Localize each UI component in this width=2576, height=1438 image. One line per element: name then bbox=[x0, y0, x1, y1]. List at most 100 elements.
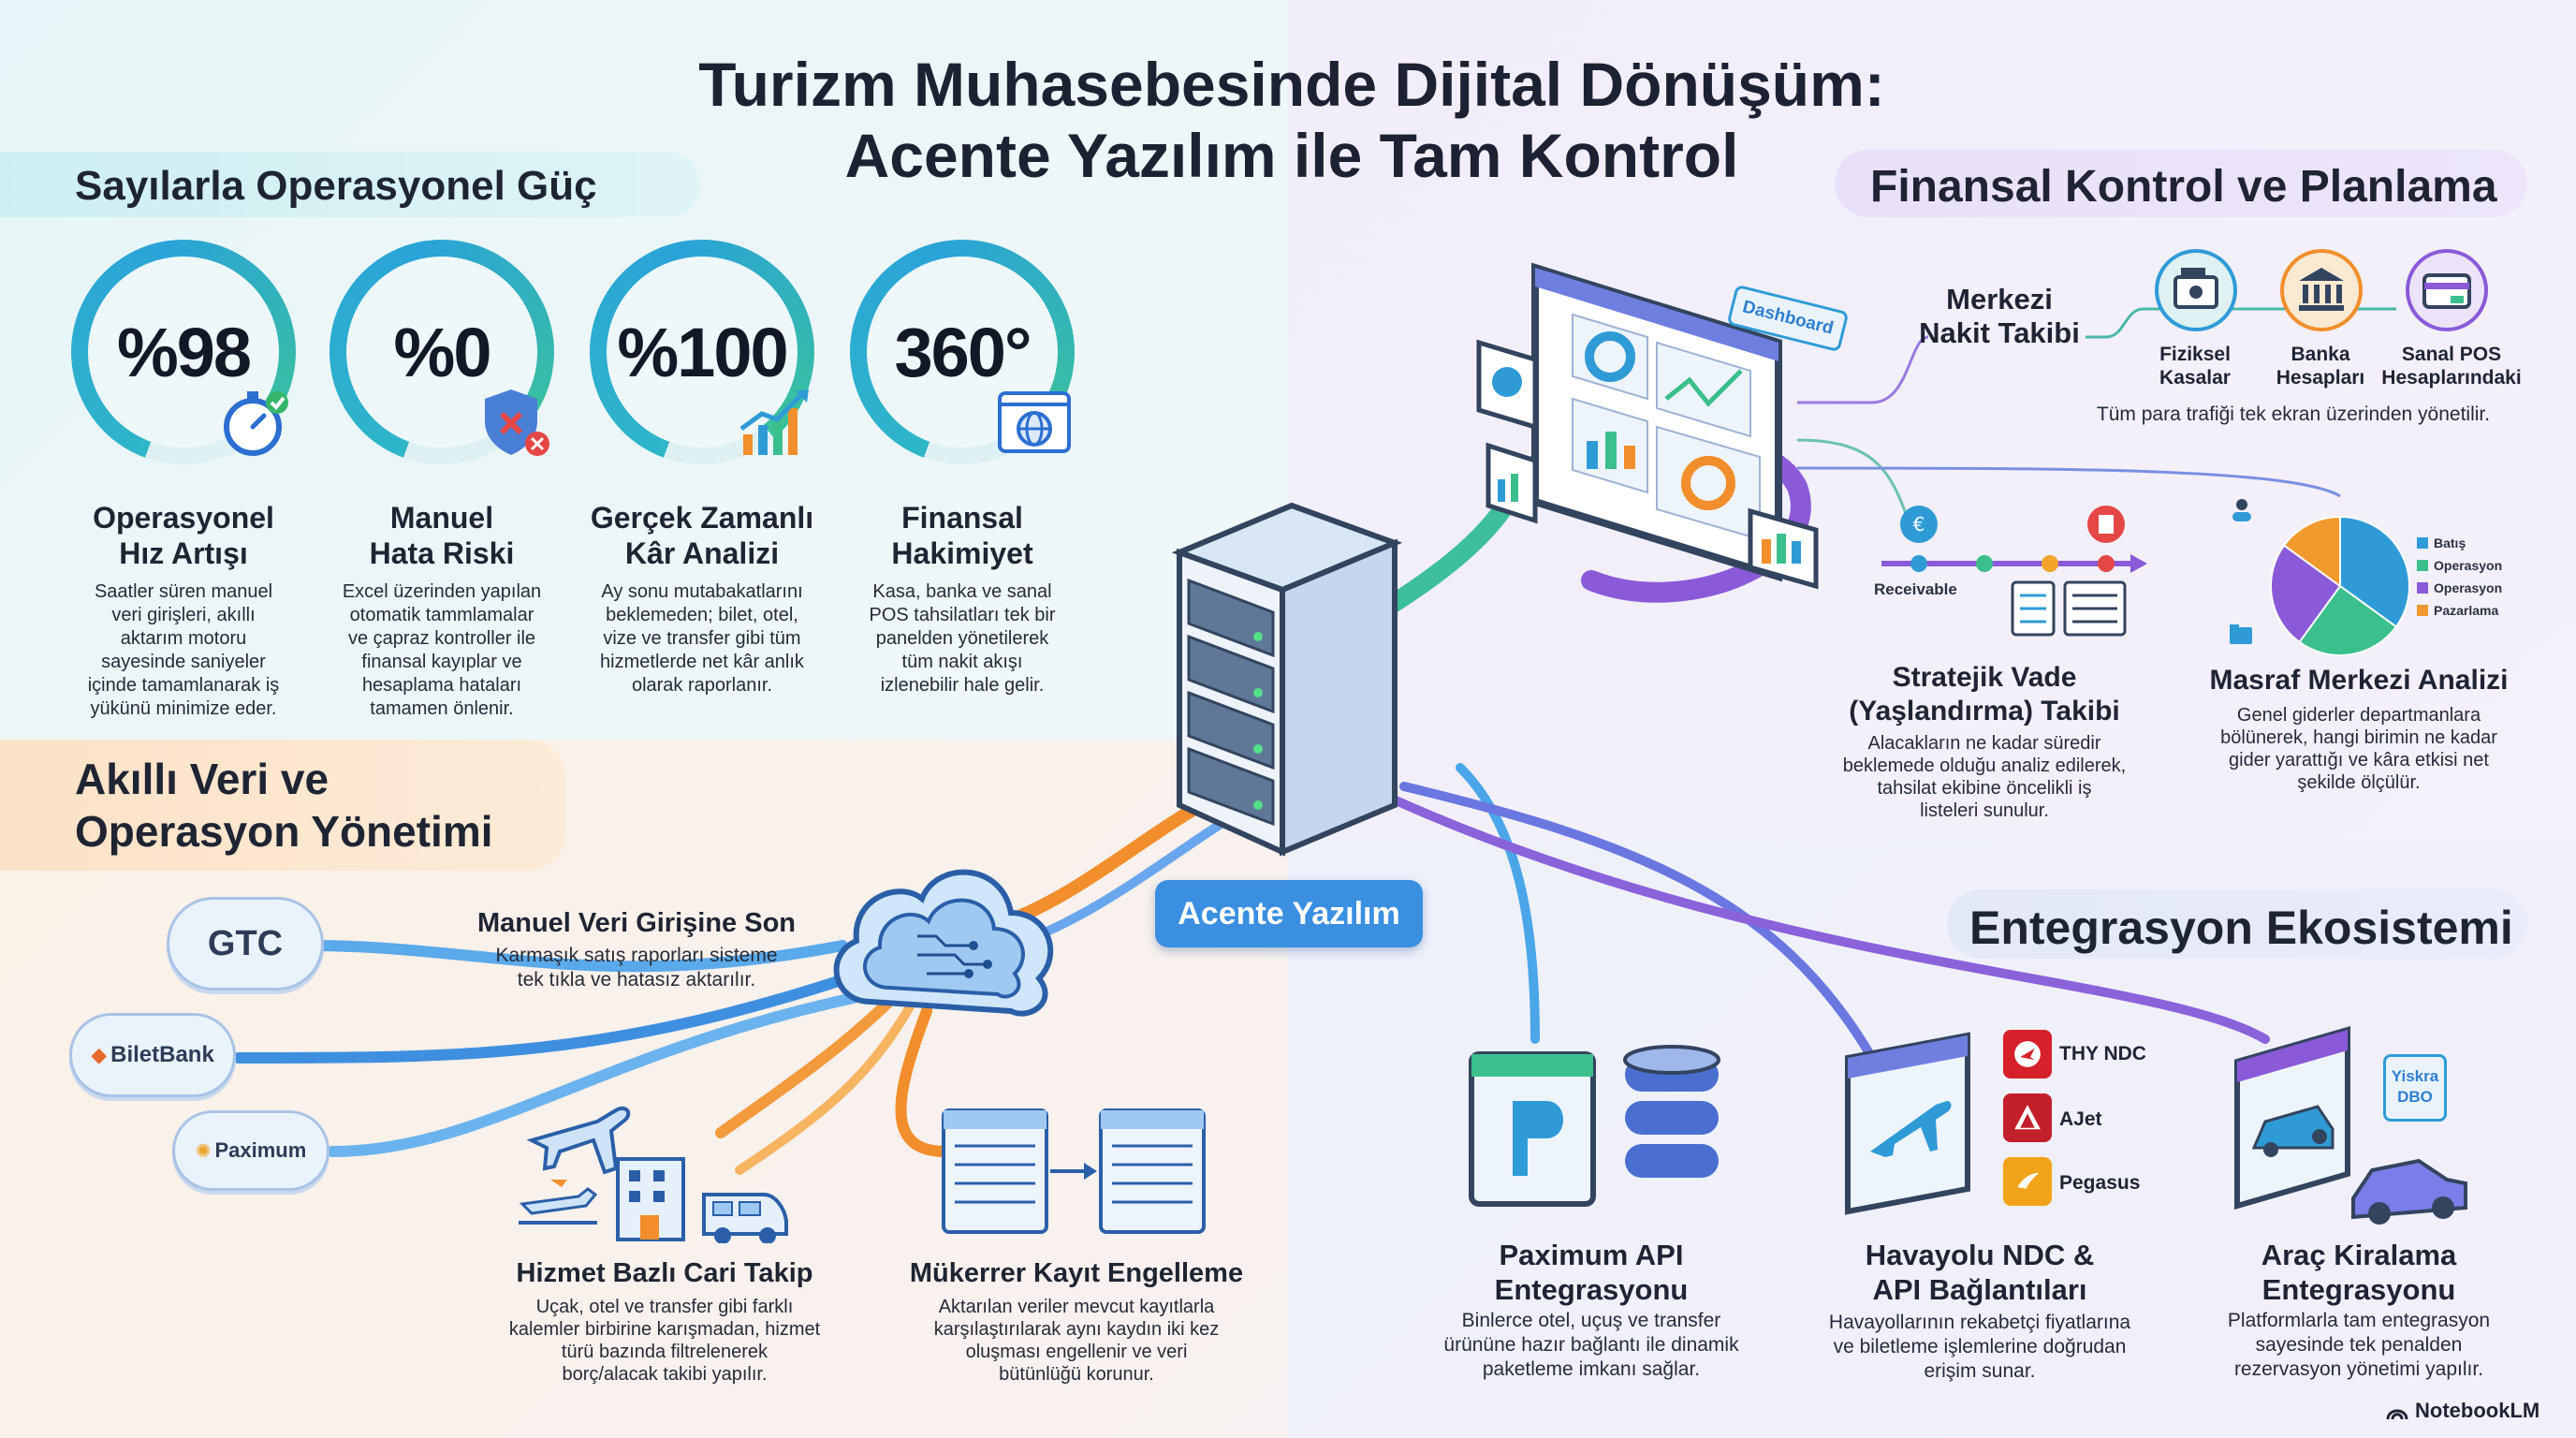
section-data-line2: Operasyon Yönetimi bbox=[75, 807, 493, 856]
cash-item-pos-line2: Hesaplarındaki bbox=[2381, 367, 2522, 389]
airline-pegasus: Pegasus bbox=[2059, 1172, 2141, 1194]
stat-desc-line: yükünü minimize eder. bbox=[90, 698, 277, 719]
stat-desc-line: içinde tamamlanarak iş bbox=[87, 675, 280, 696]
service-icons bbox=[519, 1106, 788, 1243]
stat-card-error: %0 Manuel Hata Riski Excel üzerinden yap… bbox=[320, 240, 564, 721]
stat-desc-line: hesaplama hataları bbox=[361, 675, 522, 696]
cash-connector bbox=[2086, 307, 2396, 339]
legend-item: Batış bbox=[2417, 536, 2466, 550]
source-biletbank-label: BiletBank bbox=[110, 1042, 214, 1067]
stat-ring-speed: %98 bbox=[71, 240, 296, 464]
car-tag-line2: DBO bbox=[2397, 1088, 2433, 1106]
cost-desc-line: Genel giderler departmanlara bbox=[2236, 705, 2481, 726]
duplicate-desc-line: bütünlüğü korunur. bbox=[999, 1364, 1154, 1385]
stat-value-error: %0 bbox=[393, 314, 492, 391]
flow-server-airline bbox=[1399, 782, 1877, 1063]
stat-desc-error: Excel üzerinden yapılan otomatik tammlam… bbox=[320, 580, 564, 721]
main-title-line1: Turizm Muhasebesinde Dijital Dönüşüm: bbox=[698, 50, 1885, 119]
source-paximum-label: Paximum bbox=[214, 1138, 307, 1162]
brand-label: NotebookLM bbox=[2415, 1399, 2540, 1422]
stat-title-speed: Operasyonel Hız Artışı bbox=[62, 500, 305, 571]
cash-register-icon bbox=[2155, 249, 2237, 331]
cash-item-physical-line1: Fiziksel bbox=[2159, 344, 2231, 365]
car-tag-line1: Yiskra bbox=[2391, 1067, 2439, 1085]
airline-window-icon bbox=[1845, 1032, 1970, 1215]
airline-desc-line: erişim sunar. bbox=[1924, 1360, 2036, 1382]
cash-item-bank-line2: Hesapları bbox=[2276, 367, 2365, 389]
source-cloud-gtc: GTC bbox=[167, 897, 324, 990]
acente-yazilim-badge: Acente Yazılım bbox=[1155, 880, 1423, 947]
legend-swatch bbox=[2417, 537, 2428, 549]
paximum-integration-desc: Binlerce otel, uçuş ve transfer ürününe … bbox=[1413, 1309, 1769, 1382]
stat-title-error-line2: Hata Riski bbox=[369, 536, 515, 570]
pie-slice-0 bbox=[2339, 515, 2410, 628]
stat-value-speed: %98 bbox=[116, 314, 252, 391]
airline-desc-line: Havayollarının rekabetçi fiyatlarına bbox=[1828, 1312, 2131, 1333]
aging-title-line2: (Yaşlandırma) Takibi bbox=[1849, 696, 2120, 726]
stat-desc-line: Excel üzerinden yapılan bbox=[342, 581, 542, 602]
duplicate-desc-line: karşılaştırılarak aynı kaydın iki kez bbox=[933, 1319, 1220, 1340]
pie-slice-1 bbox=[2298, 584, 2398, 656]
stat-title-finance-line1: Finansal bbox=[901, 501, 1023, 535]
legend-item: Operasyon bbox=[2417, 580, 2502, 595]
service-desc: Uçak, otel ve transfer gibi farklı kalem… bbox=[449, 1296, 880, 1386]
manual-entry-desc: Karmaşık satış raporları sisteme tek tık… bbox=[412, 944, 861, 992]
cash-title-line2: Nakit Takibi bbox=[1919, 316, 2080, 349]
paximum-desc-line: paketleme imkanı sağlar. bbox=[1482, 1358, 1701, 1380]
stat-title-speed-line2: Hız Artışı bbox=[119, 536, 248, 570]
section-data-title: Akıllı Veri ve Operasyon Yönetimi bbox=[0, 740, 565, 871]
pegasus-logo-icon bbox=[2003, 1157, 2052, 1206]
aging-desc-line: tahsilat ekibine öncelikli iş bbox=[1877, 778, 2092, 799]
ajet-logo-icon bbox=[2003, 1093, 2052, 1142]
stat-value-finance: 360° bbox=[894, 314, 1032, 391]
flow-dash-cash bbox=[1797, 335, 1929, 404]
stat-desc-line: izlenebilir hale gelir. bbox=[880, 675, 1045, 696]
car-title-line2: Entegrasyonu bbox=[2261, 1273, 2456, 1306]
cash-title-line1: Merkezi bbox=[1946, 283, 2053, 315]
cost-title: Masraf Merkezi Analizi bbox=[2209, 665, 2509, 696]
airline-ajet: AJet bbox=[2059, 1108, 2102, 1130]
car-desc-line: Platformlarla tam entegrasyon bbox=[2227, 1310, 2491, 1331]
manual-entry-desc-line: tek tıkla ve hatasız aktarılır. bbox=[517, 969, 756, 990]
stat-desc-line: olarak raporlanır. bbox=[631, 675, 773, 696]
cash-item-pos-line1: Sanal POS bbox=[2401, 344, 2502, 365]
duplicate-title: Mükerrer Kayıt Engelleme bbox=[909, 1258, 1244, 1288]
section-finance-title: Finansal Kontrol ve Planlama bbox=[1835, 150, 2527, 217]
paximum-title-line1: Paximum API bbox=[1499, 1239, 1684, 1271]
source-cloud-paximum: ✺ Paximum bbox=[172, 1110, 329, 1191]
cost-center-pie-chart bbox=[2270, 515, 2410, 656]
stat-title-finance-line2: Hakimiyet bbox=[891, 536, 1033, 570]
pie-slice-3 bbox=[2282, 515, 2341, 588]
service-desc-line: türü bazında filtrelenerek bbox=[561, 1342, 768, 1362]
shield-error-icon bbox=[485, 389, 549, 456]
legend-item: Operasyon bbox=[2417, 558, 2502, 573]
legend-item: Pazarlama bbox=[2417, 603, 2498, 618]
flow-gtc bbox=[303, 940, 848, 973]
stat-desc-finance: Kasa, banka ve sanal POS tahsilatları te… bbox=[841, 580, 1084, 697]
stat-card-speed: %98 Operasyonel Hız Artışı Saatler süren… bbox=[62, 240, 305, 721]
service-desc-line: kalemler birbirine karışmadan, hizmet bbox=[508, 1319, 821, 1340]
flow-dash-aging bbox=[1796, 438, 1911, 525]
stat-desc-line: ve çapraz kontroller ile bbox=[347, 628, 536, 649]
manual-entry-desc-line: Karmaşık satış raporları sisteme bbox=[495, 945, 778, 966]
growth-chart-icon bbox=[739, 389, 809, 455]
section-data-line1: Akıllı Veri ve bbox=[75, 755, 329, 803]
legend-swatch bbox=[2417, 582, 2428, 594]
paximum-desc-line: ürününe hazır bağlantı ile dinamik bbox=[1443, 1334, 1739, 1356]
car-integration-title: Araç Kiralama Entegrasyonu bbox=[2218, 1238, 2499, 1307]
service-desc-line: borç/alacak takibi yapılır. bbox=[562, 1364, 768, 1385]
brand-footer: NotebookLM bbox=[2385, 1399, 2539, 1423]
cash-item-bank-line1: Banka bbox=[2291, 344, 2350, 365]
cash-desc: Tüm para trafiği tek ekran üzerinden yön… bbox=[2096, 404, 2491, 425]
stat-title-profit: Gerçek Zamanlı Kâr Analizi bbox=[580, 500, 824, 571]
dashboard-monitor-icon bbox=[1476, 262, 1819, 590]
manual-entry-title: Manuel Veri Girişine Son bbox=[476, 908, 797, 938]
flow-duplicates bbox=[895, 1005, 951, 1157]
stat-desc-profit: Ay sonu mutabakatlarını beklemeden; bile… bbox=[580, 580, 824, 697]
aging-receivable-tag: Receivable bbox=[1874, 580, 1957, 598]
duplicate-desc-line: Aktarılan veriler mevcut kayıtlarla bbox=[938, 1297, 1215, 1317]
wallet-card-icon bbox=[2406, 249, 2488, 331]
flow-service-2 bbox=[735, 997, 917, 1175]
airline-title-line1: Havayolu NDC & bbox=[1865, 1239, 2095, 1271]
legend-swatch bbox=[2417, 560, 2428, 571]
